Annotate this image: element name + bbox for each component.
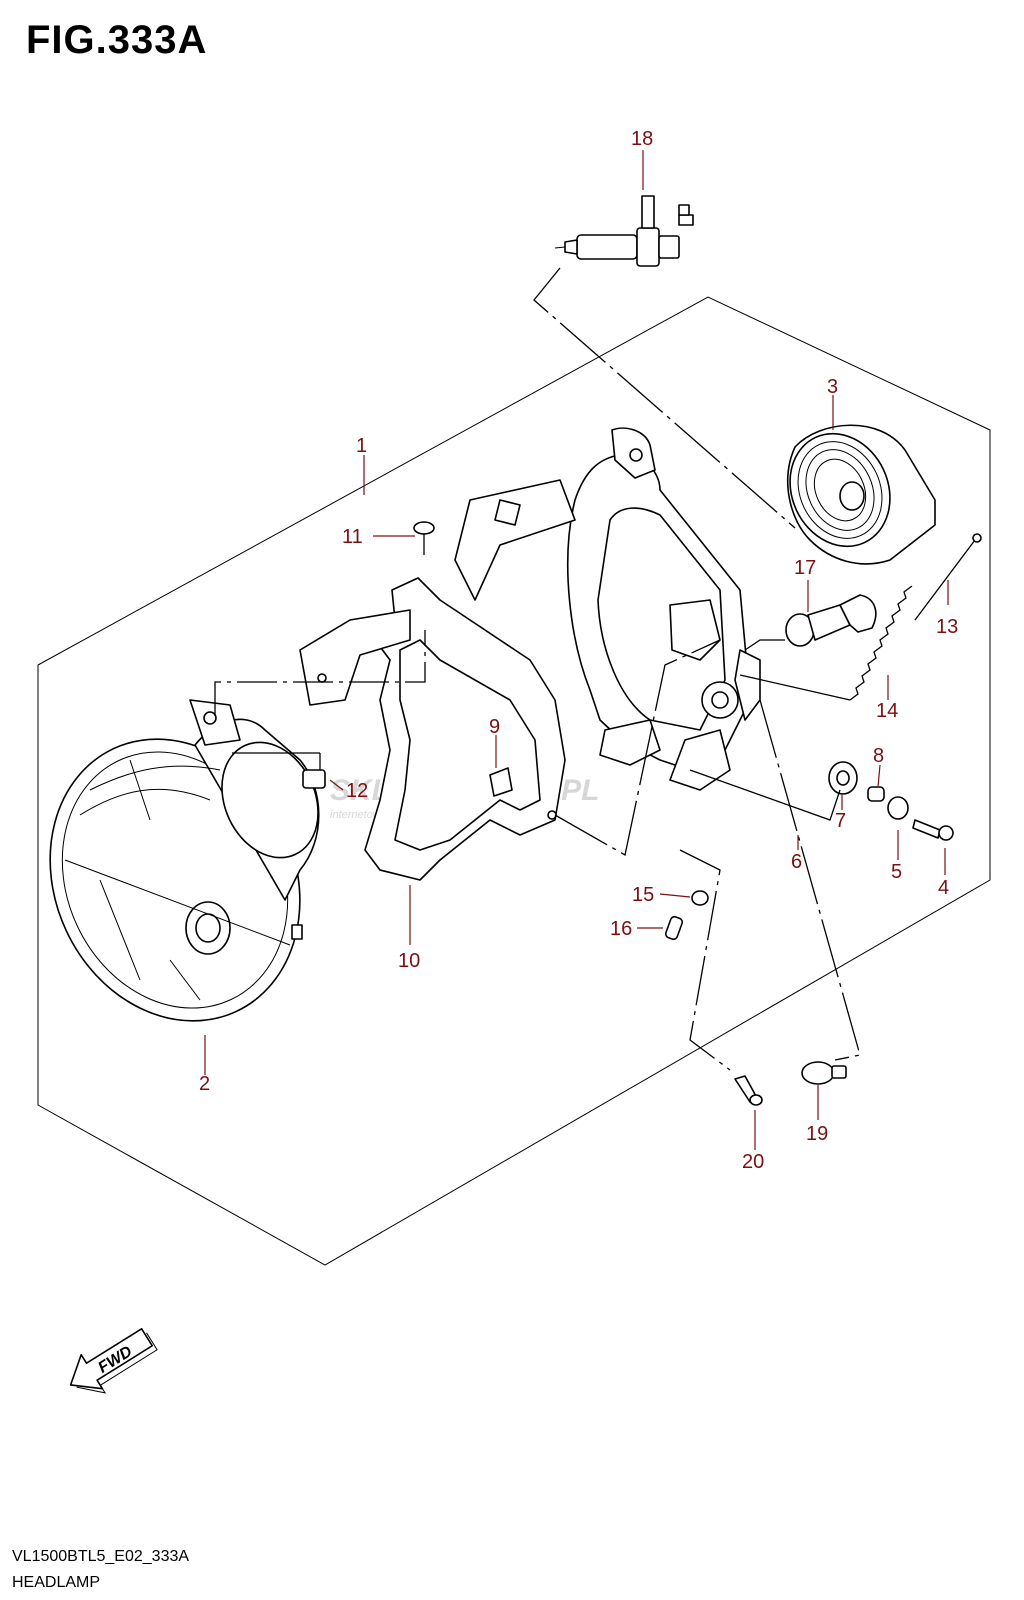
- clip-part: [489, 767, 513, 797]
- callout-20: 20: [742, 1151, 764, 1173]
- mounting-frame-part: [454, 427, 761, 791]
- position-lamp-socket-part: [785, 594, 877, 647]
- callout-18: 18: [631, 128, 653, 150]
- callout-labels: 1 2 3 4 5 6 7 8 9 10 11 12 13 14 15 16 1…: [199, 128, 958, 1173]
- callout-7: 7: [835, 810, 846, 832]
- adjuster-spring-part: [849, 585, 913, 701]
- collar-part: [867, 786, 885, 802]
- adjuster-screw-part: [914, 539, 976, 621]
- callout-6: 6: [791, 851, 802, 873]
- callout-14: 14: [876, 700, 898, 722]
- callout-3: 3: [827, 376, 838, 398]
- headlamp-case-part: [787, 424, 936, 565]
- collar-small-part: [664, 915, 684, 941]
- washer-part: [887, 796, 909, 820]
- callout-13: 13: [936, 616, 958, 638]
- callout-8: 8: [873, 745, 884, 767]
- callout-2: 2: [199, 1073, 210, 1095]
- nut-part: [302, 769, 326, 789]
- inner-bracket-part: [299, 577, 566, 881]
- callout-4: 4: [938, 877, 949, 899]
- bolt-part: [734, 1075, 763, 1106]
- position-bulb-part: [801, 1061, 847, 1085]
- grommet-part: [828, 761, 858, 795]
- headlamp-unit-part: [49, 699, 320, 1022]
- figure-name: HEADLAMP: [12, 1574, 101, 1591]
- callout-1: 1: [356, 435, 367, 457]
- callout-9: 9: [489, 716, 500, 738]
- adjust-screw-part: [912, 819, 954, 841]
- callout-17: 17: [794, 557, 816, 579]
- assembly-boundary: [37, 296, 991, 1266]
- headlight-bulb-part: [554, 195, 694, 267]
- figure-model-code: VL1500BTL5_E02_333A: [12, 1548, 190, 1565]
- callout-16: 16: [610, 918, 632, 940]
- callout-11: 11: [342, 526, 363, 548]
- figure-title: FIG.333A: [26, 18, 208, 62]
- fwd-arrow-icon: FWD: [69, 1327, 158, 1394]
- callout-12: 12: [346, 780, 368, 802]
- callout-19: 19: [806, 1123, 828, 1145]
- screw-part: [413, 521, 435, 555]
- callout-15: 15: [632, 884, 654, 906]
- callout-5: 5: [891, 861, 902, 883]
- callout-10: 10: [398, 950, 420, 972]
- cushion-part: [691, 890, 709, 906]
